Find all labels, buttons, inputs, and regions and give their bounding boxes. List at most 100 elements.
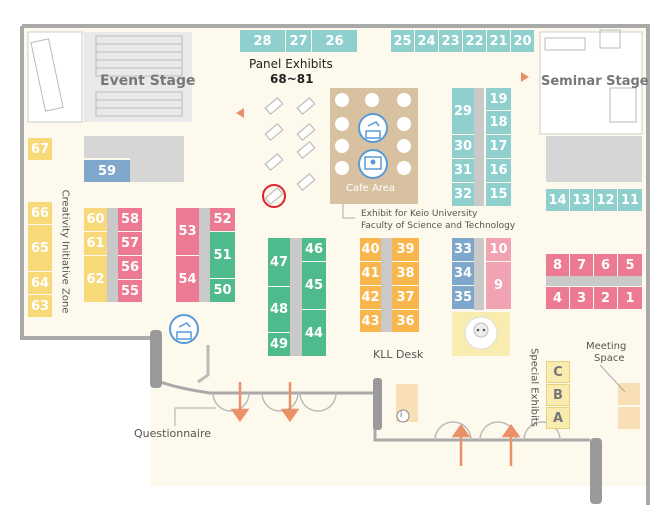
booth-17[interactable]: 17 — [486, 135, 511, 158]
booth-14[interactable]: 14 — [546, 189, 569, 211]
booth-23[interactable]: 23 — [439, 30, 462, 52]
booth-27[interactable]: 27 — [286, 30, 311, 52]
pillar — [590, 438, 602, 504]
booth-24[interactable]: 24 — [415, 30, 438, 52]
booth-45[interactable]: 45 — [302, 262, 326, 309]
seminar-stage-label: Seminar Stage — [541, 74, 649, 89]
booth-26[interactable]: 26 — [312, 30, 357, 52]
booth-3[interactable]: 3 — [570, 287, 593, 309]
booth-12[interactable]: 12 — [594, 189, 617, 211]
special-exhibits-label: Special Exhibits — [528, 348, 540, 427]
booth-62[interactable]: 62 — [84, 256, 107, 302]
meeting-space-box — [618, 383, 640, 405]
booth-13[interactable]: 13 — [570, 189, 593, 211]
keio-leader — [342, 204, 355, 219]
meeting-space-box — [618, 407, 640, 429]
booth-36[interactable]: 36 — [392, 310, 419, 332]
booth-35[interactable]: 35 — [452, 286, 474, 309]
booth-31[interactable]: 31 — [452, 159, 474, 182]
booth-57[interactable]: 57 — [118, 232, 142, 255]
booth-49[interactable]: 49 — [268, 333, 290, 356]
booth-47[interactable]: 47 — [268, 238, 290, 286]
booth-48[interactable]: 48 — [268, 287, 290, 332]
booth-66[interactable]: 66 — [28, 202, 52, 224]
booth-18[interactable]: 18 — [486, 111, 511, 134]
booth-8[interactable]: 8 — [546, 254, 569, 276]
booth-67[interactable]: 67 — [28, 138, 52, 160]
booth-A[interactable]: A — [546, 407, 570, 429]
booth-38[interactable]: 38 — [392, 262, 419, 285]
booth-25[interactable]: 25 — [391, 30, 414, 52]
booth-53[interactable]: 53 — [176, 208, 199, 255]
booth-16[interactable]: 16 — [486, 159, 511, 182]
meeting-space-label-1: Meeting — [586, 341, 627, 352]
booth-28[interactable]: 28 — [240, 30, 285, 52]
booth-33[interactable]: 33 — [452, 238, 474, 261]
questionnaire-label: Questionnaire — [134, 427, 212, 440]
stage-chair-icon — [30, 35, 183, 117]
seminar-stage-area — [539, 31, 643, 135]
booth-56[interactable]: 56 — [118, 256, 142, 279]
creativity-zone-label: Creativity Initiative Zone — [59, 189, 71, 314]
keio-exhibit-line2: Faculty of Science and Technology — [361, 221, 516, 231]
pillar — [150, 330, 162, 388]
booth-7[interactable]: 7 — [570, 254, 593, 276]
booth-50[interactable]: 50 — [210, 279, 235, 302]
kll-desk — [396, 384, 418, 406]
booth-5[interactable]: 5 — [618, 254, 642, 276]
booth-55[interactable]: 55 — [118, 280, 142, 302]
booth-60[interactable]: 60 — [84, 208, 107, 231]
booth-B[interactable]: B — [546, 384, 570, 406]
booth-63[interactable]: 63 — [28, 295, 52, 317]
info-icon-symbol: i — [400, 410, 403, 419]
booth-44[interactable]: 44 — [302, 310, 326, 356]
booth-21[interactable]: 21 — [487, 30, 510, 52]
panel-exhibits-label: Panel Exhibits — [249, 57, 333, 71]
booth-15[interactable]: 15 — [486, 183, 511, 206]
booth-61[interactable]: 61 — [84, 232, 107, 255]
info-icon — [396, 409, 410, 423]
booth-46[interactable]: 46 — [302, 238, 326, 261]
booth-2[interactable]: 2 — [594, 287, 617, 309]
booth-10[interactable]: 10 — [486, 238, 511, 261]
booth-59[interactable]: 59 — [84, 160, 130, 182]
booth-4[interactable]: 4 — [546, 287, 569, 309]
booth-58[interactable]: 58 — [118, 208, 142, 231]
event-stage-platform — [27, 31, 83, 123]
panel-range-label: 68~81 — [270, 72, 314, 86]
booth-65[interactable]: 65 — [28, 225, 52, 271]
seminar-riser — [546, 136, 642, 182]
booth-42[interactable]: 42 — [360, 286, 381, 309]
booth-51[interactable]: 51 — [210, 232, 235, 278]
event-stage-riser-2 — [130, 158, 184, 182]
booth-37[interactable]: 37 — [392, 286, 419, 309]
booth-30[interactable]: 30 — [452, 135, 474, 158]
keio-exhibit-line1: Exhibit for Keio University — [361, 209, 478, 219]
booth-29[interactable]: 29 — [452, 88, 474, 134]
cafe-table-icon — [335, 93, 411, 175]
questionnaire-leader — [174, 407, 216, 426]
highlight-circle — [262, 184, 286, 208]
booth-20[interactable]: 20 — [511, 30, 534, 52]
event-stage-riser — [84, 136, 184, 158]
booth-54[interactable]: 54 — [176, 256, 199, 302]
booth-6[interactable]: 6 — [594, 254, 617, 276]
booth-43[interactable]: 43 — [360, 310, 381, 332]
booth-52[interactable]: 52 — [210, 208, 235, 231]
booth-19[interactable]: 19 — [486, 88, 511, 110]
booth-11[interactable]: 11 — [618, 189, 642, 211]
entrance-arrow-icon — [230, 72, 529, 466]
kll-desk-label: KLL Desk — [373, 348, 424, 361]
booth-34[interactable]: 34 — [452, 262, 474, 285]
booth-39[interactable]: 39 — [392, 238, 419, 261]
booth-22[interactable]: 22 — [463, 30, 486, 52]
booth-40[interactable]: 40 — [360, 238, 381, 261]
booth-41[interactable]: 41 — [360, 262, 381, 285]
booth-32[interactable]: 32 — [452, 183, 474, 206]
booth-9[interactable]: 9 — [486, 262, 511, 309]
booth-C[interactable]: C — [546, 361, 570, 383]
stage-chair-icon — [544, 29, 637, 123]
booth-1[interactable]: 1 — [618, 287, 642, 309]
booth-64[interactable]: 64 — [28, 272, 52, 294]
